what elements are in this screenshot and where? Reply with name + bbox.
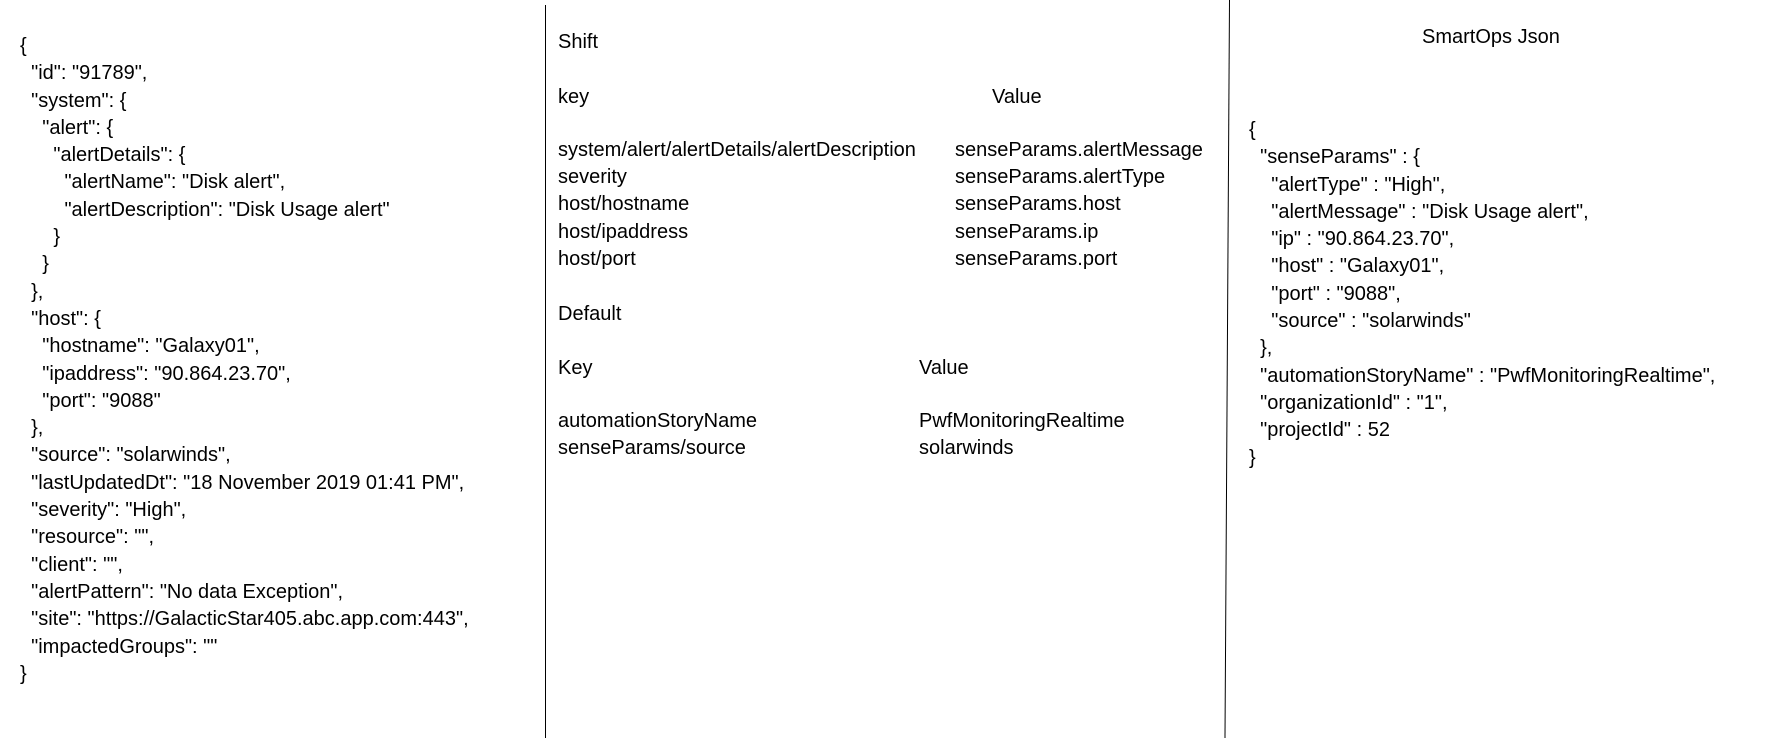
source-json-line: "source": "solarwinds", bbox=[20, 444, 231, 467]
source-json-line: "resource": "", bbox=[20, 526, 154, 549]
shift-row-key: system/alert/alertDetails/alertDescripti… bbox=[558, 139, 916, 162]
default-row: automationStoryName PwfMonitoringRealtim… bbox=[558, 408, 1125, 435]
shift-value-header: Value bbox=[992, 86, 1042, 108]
source-json-line: "site": "https://GalacticStar405.abc.app… bbox=[20, 608, 469, 631]
source-json-line: } bbox=[20, 662, 27, 685]
smartops-json-line: "projectId" : 52 bbox=[1249, 419, 1390, 442]
source-json-line: "system": { bbox=[20, 89, 127, 112]
default-heading: Default bbox=[558, 303, 622, 325]
smartops-json-line: "automationStoryName" : "PwfMonitoringRe… bbox=[1249, 364, 1716, 387]
source-json-line: "alertPattern": "No data Exception", bbox=[20, 580, 344, 603]
default-mapping-table: automationStoryName PwfMonitoringRealtim… bbox=[558, 408, 1125, 462]
source-json-line: "port": "9088" bbox=[20, 389, 161, 412]
shift-row-key: host/ipaddress bbox=[558, 220, 689, 243]
smartops-json-line: "senseParams" : { bbox=[1249, 146, 1420, 169]
shift-row: severity senseParams.alertType bbox=[558, 164, 1203, 191]
source-json-line: "lastUpdatedDt": "18 November 2019 01:41… bbox=[20, 471, 465, 494]
smartops-json-line: "alertType" : "High", bbox=[1249, 173, 1446, 196]
source-json-line: }, bbox=[20, 417, 44, 440]
shift-row: host/hostname senseParams.host bbox=[558, 191, 1203, 218]
smartops-json-line: "organizationId" : "1", bbox=[1249, 391, 1448, 414]
shift-mapping-table: system/alert/alertDetails/alertDescripti… bbox=[558, 137, 1203, 273]
source-json-line: "hostname": "Galaxy01", bbox=[20, 335, 260, 358]
smartops-json-line: "source" : "solarwinds" bbox=[1249, 310, 1471, 333]
smartops-json-line: { bbox=[1249, 119, 1256, 141]
source-json-line: { bbox=[20, 35, 27, 57]
column-divider-left bbox=[545, 5, 546, 738]
shift-row-key: host/hostname bbox=[558, 193, 690, 216]
source-json-line: "id": "91789", bbox=[20, 62, 148, 85]
default-key-header: Key bbox=[558, 357, 593, 379]
shift-row-key: host/port bbox=[558, 247, 636, 270]
smartops-json-line: } bbox=[1249, 446, 1256, 469]
smartops-json-line: "port" : "9088", bbox=[1249, 282, 1401, 305]
column-divider-right bbox=[1224, 0, 1230, 738]
source-json-line: "host": { bbox=[20, 307, 101, 330]
source-json-line: } bbox=[20, 253, 49, 276]
source-json-line: } bbox=[20, 226, 61, 249]
smartops-json-line: }, bbox=[1249, 337, 1273, 360]
smartops-json-block: { "senseParams" : { "alertType" : "High"… bbox=[1249, 117, 1715, 472]
shift-key-header: key bbox=[558, 86, 590, 108]
source-json-line: "alertName": "Disk alert", bbox=[20, 171, 286, 194]
shift-row-value: senseParams.host bbox=[955, 193, 1121, 216]
source-json-block: { "id": "91789", "system": { "alert": { … bbox=[20, 33, 469, 688]
smartops-json-line: "host" : "Galaxy01", bbox=[1249, 255, 1445, 278]
default-row-key: senseParams/source bbox=[558, 437, 746, 460]
shift-row-value: senseParams.alertType bbox=[955, 166, 1166, 189]
shift-row: host/ipaddress senseParams.ip bbox=[558, 219, 1203, 246]
source-json-line: "alertDescription": "Disk Usage alert" bbox=[20, 198, 390, 221]
shift-row: host/port senseParams.port bbox=[558, 246, 1203, 273]
smartops-json-line: "alertMessage" : "Disk Usage alert", bbox=[1249, 200, 1589, 223]
smartops-title: SmartOps Json bbox=[1422, 26, 1560, 48]
source-json-line: "impactedGroups": "" bbox=[20, 635, 218, 658]
default-row-value: solarwinds bbox=[919, 437, 1014, 460]
default-row-value: PwfMonitoringRealtime bbox=[919, 410, 1125, 433]
shift-heading: Shift bbox=[558, 31, 599, 53]
shift-row-value: senseParams.ip bbox=[955, 220, 1099, 243]
source-json-line: "severity": "High", bbox=[20, 499, 187, 522]
shift-row-key: severity bbox=[558, 166, 627, 189]
shift-row: system/alert/alertDetails/alertDescripti… bbox=[558, 137, 1203, 164]
source-json-line: "client": "", bbox=[20, 553, 123, 576]
default-value-header: Value bbox=[919, 357, 969, 379]
shift-row-value: senseParams.port bbox=[955, 247, 1118, 270]
shift-row-value: senseParams.alertMessage bbox=[955, 139, 1203, 162]
default-row: senseParams/source solarwinds bbox=[558, 435, 1125, 462]
source-json-line: "alertDetails": { bbox=[20, 144, 186, 167]
default-row-key: automationStoryName bbox=[558, 410, 757, 433]
source-json-line: "ipaddress": "90.864.23.70", bbox=[20, 362, 291, 385]
smartops-json-line: "ip" : "90.864.23.70", bbox=[1249, 228, 1455, 251]
source-json-line: }, bbox=[20, 280, 44, 303]
source-json-line: "alert": { bbox=[20, 116, 114, 139]
